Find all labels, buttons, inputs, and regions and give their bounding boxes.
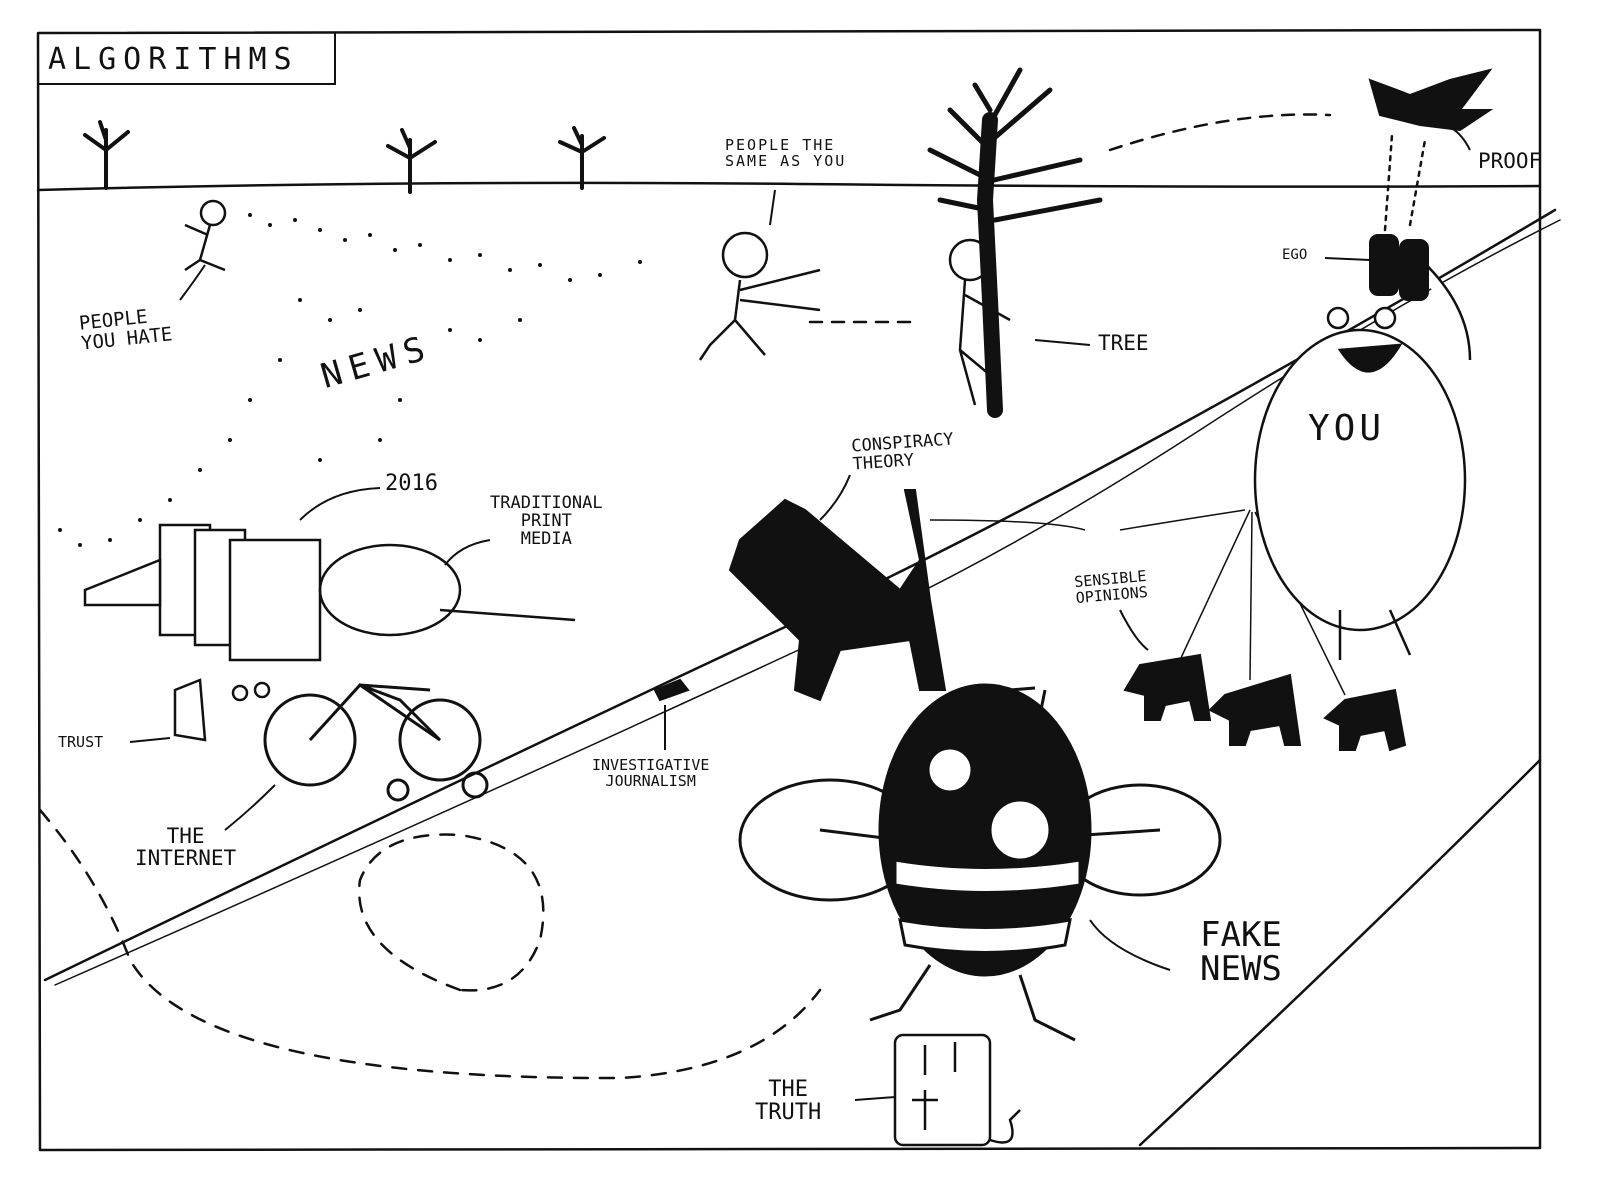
comic-title: ALGORITHMS <box>48 42 299 77</box>
bee-arms <box>819 828 1161 842</box>
sensible-dog-3 <box>1323 688 1407 752</box>
you-body <box>1253 328 1467 632</box>
arrow-proof <box>1444 124 1471 151</box>
arrow-hate <box>179 264 206 301</box>
bee-stripe-1 <box>893 858 1082 894</box>
bare-tree-1 <box>83 120 130 190</box>
arrow-print <box>444 539 491 566</box>
dog-leash-to-you <box>929 509 1246 531</box>
binocular-left <box>1369 234 1399 296</box>
leash-2 <box>1249 511 1253 681</box>
truth-toaster <box>893 1033 992 1147</box>
tree-hugger-body <box>958 279 1011 406</box>
bee-face <box>988 798 1052 862</box>
label-conspiracy-theory: CONSPIRACY THEORY <box>850 429 955 475</box>
arrow-internet <box>224 784 276 831</box>
sensible-dog-2 <box>1208 673 1302 746</box>
you-eye-left <box>1326 306 1350 330</box>
tree-hugger-head <box>948 238 992 282</box>
book-cover <box>83 558 162 607</box>
book-3 <box>228 538 322 662</box>
label-the-internet: THE INTERNET <box>135 824 237 871</box>
glasses-right <box>253 681 271 699</box>
sensible-dog-1 <box>1123 653 1212 721</box>
arrow-2016 <box>299 487 381 521</box>
toaster-slots <box>923 1042 957 1075</box>
label-sensible-opinions: SENSIBLE OPINIONS <box>1073 566 1149 607</box>
leash-1 <box>1179 509 1251 661</box>
trust-hat <box>173 678 207 742</box>
arrow-sensible <box>1119 609 1149 651</box>
you-legs <box>1338 609 1412 660</box>
label-2016: 2016 <box>385 471 438 496</box>
arrow-same <box>769 189 776 226</box>
title-box <box>38 33 336 85</box>
arrow-ego <box>1324 257 1371 261</box>
dotted-ego-line-1 <box>1383 133 1394 232</box>
label-the-truth: THE TRUTH <box>755 1077 822 1126</box>
bike-training-wheel-2 <box>386 778 410 802</box>
dashed-trail <box>38 808 822 1080</box>
conspiracy-dog <box>728 489 947 702</box>
you-eye-right <box>1373 306 1397 330</box>
big-tree-branches <box>927 67 1103 223</box>
toaster-cord <box>989 1109 1021 1144</box>
bike-frame <box>308 683 442 742</box>
bike-wheel-front <box>263 693 357 787</box>
label-proof: PROOF <box>1478 149 1542 173</box>
shoe <box>653 678 690 702</box>
sprawled-body <box>318 543 462 637</box>
toaster-cross <box>912 1090 938 1130</box>
you-mouth <box>1337 343 1403 373</box>
arrow-conspiracy <box>819 474 851 521</box>
bee-eye <box>926 746 974 794</box>
bare-tree-2 <box>386 128 437 194</box>
road-edge-lower <box>54 219 1561 986</box>
dashed-arrow-to-crow <box>1108 113 1332 152</box>
hate-person-body <box>184 223 226 272</box>
bee-legs <box>869 964 1076 1042</box>
label-trust: TRUST <box>58 733 104 751</box>
same-person-head <box>721 231 769 279</box>
arrow-trust <box>129 737 171 743</box>
sprawled-leg <box>439 608 576 622</box>
dotted-ego-line-2 <box>1408 138 1427 227</box>
label-ego: EGO <box>1282 247 1308 263</box>
news-dots <box>58 213 642 547</box>
bike-wheel-back <box>398 698 482 782</box>
label-people-same-as-you: PEOPLE THE SAME AS YOU <box>725 136 847 170</box>
bare-tree-3 <box>558 126 606 190</box>
arrow-truth <box>854 1096 896 1101</box>
horizon-line <box>36 181 1542 192</box>
label-investigative-journalism: INVESTIGATIVE JOURNALISM <box>592 756 710 790</box>
bee-antennae <box>960 684 1047 716</box>
binocular-right <box>1399 239 1429 301</box>
bike-training-wheel <box>461 771 489 799</box>
glasses-left <box>231 684 249 702</box>
road-edge-right <box>1138 758 1542 1147</box>
frame-border <box>36 28 1542 1152</box>
bee-stripe-2 <box>898 918 1072 954</box>
hate-person-head <box>199 199 227 227</box>
label-you: YOU <box>1308 408 1386 449</box>
arrow-tree <box>1034 339 1091 346</box>
label-tree: TREE <box>1098 331 1149 355</box>
label-traditional-print-media: TRADITIONAL PRINT MEDIA <box>490 493 603 549</box>
same-person-body <box>698 268 821 361</box>
label-fake-news: FAKE NEWS <box>1200 915 1282 989</box>
arrow-fake <box>1089 919 1171 971</box>
dashed-loop <box>357 833 545 992</box>
proof-crow <box>1368 68 1494 132</box>
